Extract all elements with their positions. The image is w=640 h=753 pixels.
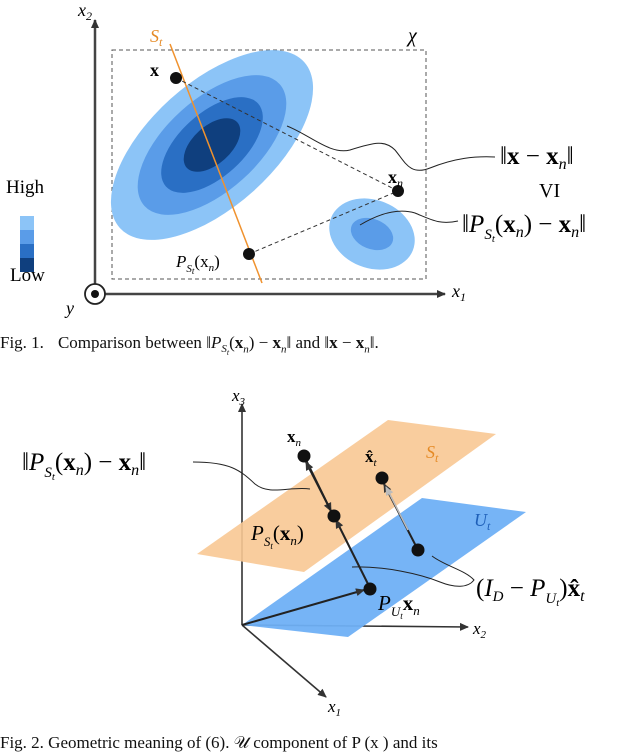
fig1-point-xn xyxy=(392,185,404,197)
fig1-line-label: St xyxy=(150,26,163,49)
fig1-subspace-line xyxy=(169,43,263,284)
fig1-eq-norm-x-xn: ‖x − xn‖ xyxy=(500,143,574,173)
fig1-point-x xyxy=(170,72,182,84)
fig1-caption-label: Fig. 1. xyxy=(0,333,44,352)
fig1-caption: Fig. 1.Comparison between ‖PSt(xn) − xn‖… xyxy=(0,333,379,358)
fig2-x1-label: x1 xyxy=(327,697,341,719)
fig2-leader-left xyxy=(192,461,311,491)
fig2-point-xhat-label: x̂t xyxy=(365,447,378,469)
fig1-density-small xyxy=(329,198,415,270)
fig1-x2-label: x2 xyxy=(77,0,92,23)
fig1-out-axis-label: y xyxy=(64,298,74,318)
fig1-domain-label: χ xyxy=(406,25,418,47)
fig2-vector-u-xhat-faint xyxy=(385,486,409,531)
fig1-point-projection xyxy=(243,248,255,260)
fig1-eq-norm-proj: ‖PSt(xn) − xn‖ xyxy=(462,211,586,245)
fig2-point-xn-label: xn xyxy=(287,427,302,449)
fig1-point-xn-label: xn xyxy=(388,167,403,190)
fig2-caption-text: Fig. 2. Geometric meaning of (6). 𝒰 xyxy=(0,733,249,752)
fig1-ineq-symbol: VI xyxy=(539,180,560,202)
fig2-projection-u-label: PUtxn xyxy=(377,591,420,621)
fig2-vector-ps-xn xyxy=(305,461,332,512)
fig2-point-u-residual xyxy=(411,543,425,557)
fig2-eq-residual: (ID − PUt)x̂t xyxy=(476,575,585,609)
fig2-x1-axis xyxy=(241,624,327,698)
fig1-dashed-proj-xn xyxy=(248,190,399,255)
fig2-plane-s-label: St xyxy=(426,442,439,465)
fig2-point-projection-u xyxy=(363,582,377,596)
fig1-x1-label: x1 xyxy=(451,281,466,304)
fig1-density-large xyxy=(110,50,314,240)
fig1-legend-high: High xyxy=(6,177,45,198)
fig1-point-x-label: x xyxy=(150,60,159,80)
fig2-point-xhat xyxy=(375,471,389,485)
fig2-vector-proj-ps xyxy=(335,519,371,589)
fig2-point-projection-s xyxy=(327,509,341,523)
fig1-caption-text-a: Comparison between xyxy=(57,333,202,352)
fig2-caption-tail: component of P (x ) and its xyxy=(253,733,438,752)
fig2-eq-norm-proj: ‖PSt(xn) − xn‖ xyxy=(22,449,146,483)
figure-2: x3 x2 x1 St Ut xn x̂t PSt(xn) PUtxn ‖PSt… xyxy=(22,386,585,719)
fig2-plane-u xyxy=(242,498,526,637)
fig1-domain-box xyxy=(111,49,427,280)
fig1-leader-upper xyxy=(286,125,496,171)
fig1-caption-text-b: and xyxy=(295,333,321,352)
fig1-leader-lower xyxy=(359,210,459,226)
fig2-leader-right xyxy=(351,555,475,587)
figure-1: High Low x2 x1 y χ St x xn PSt(xn) ‖x − … xyxy=(6,0,586,318)
fig2-x2-label: x2 xyxy=(472,619,487,641)
fig1-legend-low: Low xyxy=(10,265,45,286)
fig2-caption: Fig. 2. Geometric meaning of (6). 𝒰 comp… xyxy=(0,733,438,753)
fig2-plane-s xyxy=(197,420,496,572)
fig2-vector-origin-proj xyxy=(241,588,365,626)
fig2-point-xn xyxy=(297,449,311,463)
fig1-projection-label: PSt(xn) xyxy=(175,252,220,276)
fig2-x3-label: x3 xyxy=(231,386,246,408)
fig2-plane-u-label: Ut xyxy=(474,510,491,533)
fig2-projection-s-label: PSt(xn) xyxy=(250,521,304,551)
